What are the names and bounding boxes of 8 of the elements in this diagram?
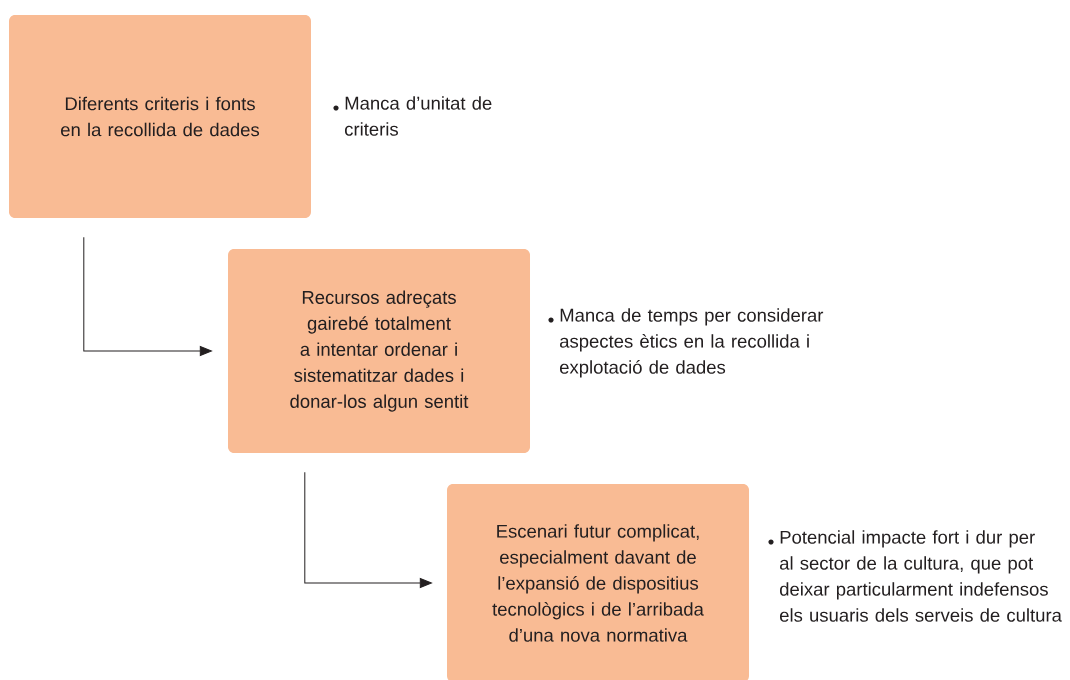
arrow [304,471,432,588]
note-text: Manca de temps per considerar aspectes ètics en la recollida i explotació de dades [560,308,824,378]
note-text: Potencial impacte fort i dur per al sector de la cultura, que pot deixar particularment indefensos els usuaris dels serveis de cultura [780,530,1062,622]
arrow [83,236,212,356]
process-box: Recursos adreçats gairebé totalment a intentar ordenar i sistematitzar dades i donar-los algun sentit [228,249,530,453]
note-text: Manca d’unitat de criteris [345,96,492,136]
process-box: Escenari futur complicat, especialment davant de l’expansió de dispositius tecnològics i de l’arribada d’una nova normativa [447,484,749,680]
process-box: Diferents criteris i fonts en la recollida de dades [9,15,311,218]
